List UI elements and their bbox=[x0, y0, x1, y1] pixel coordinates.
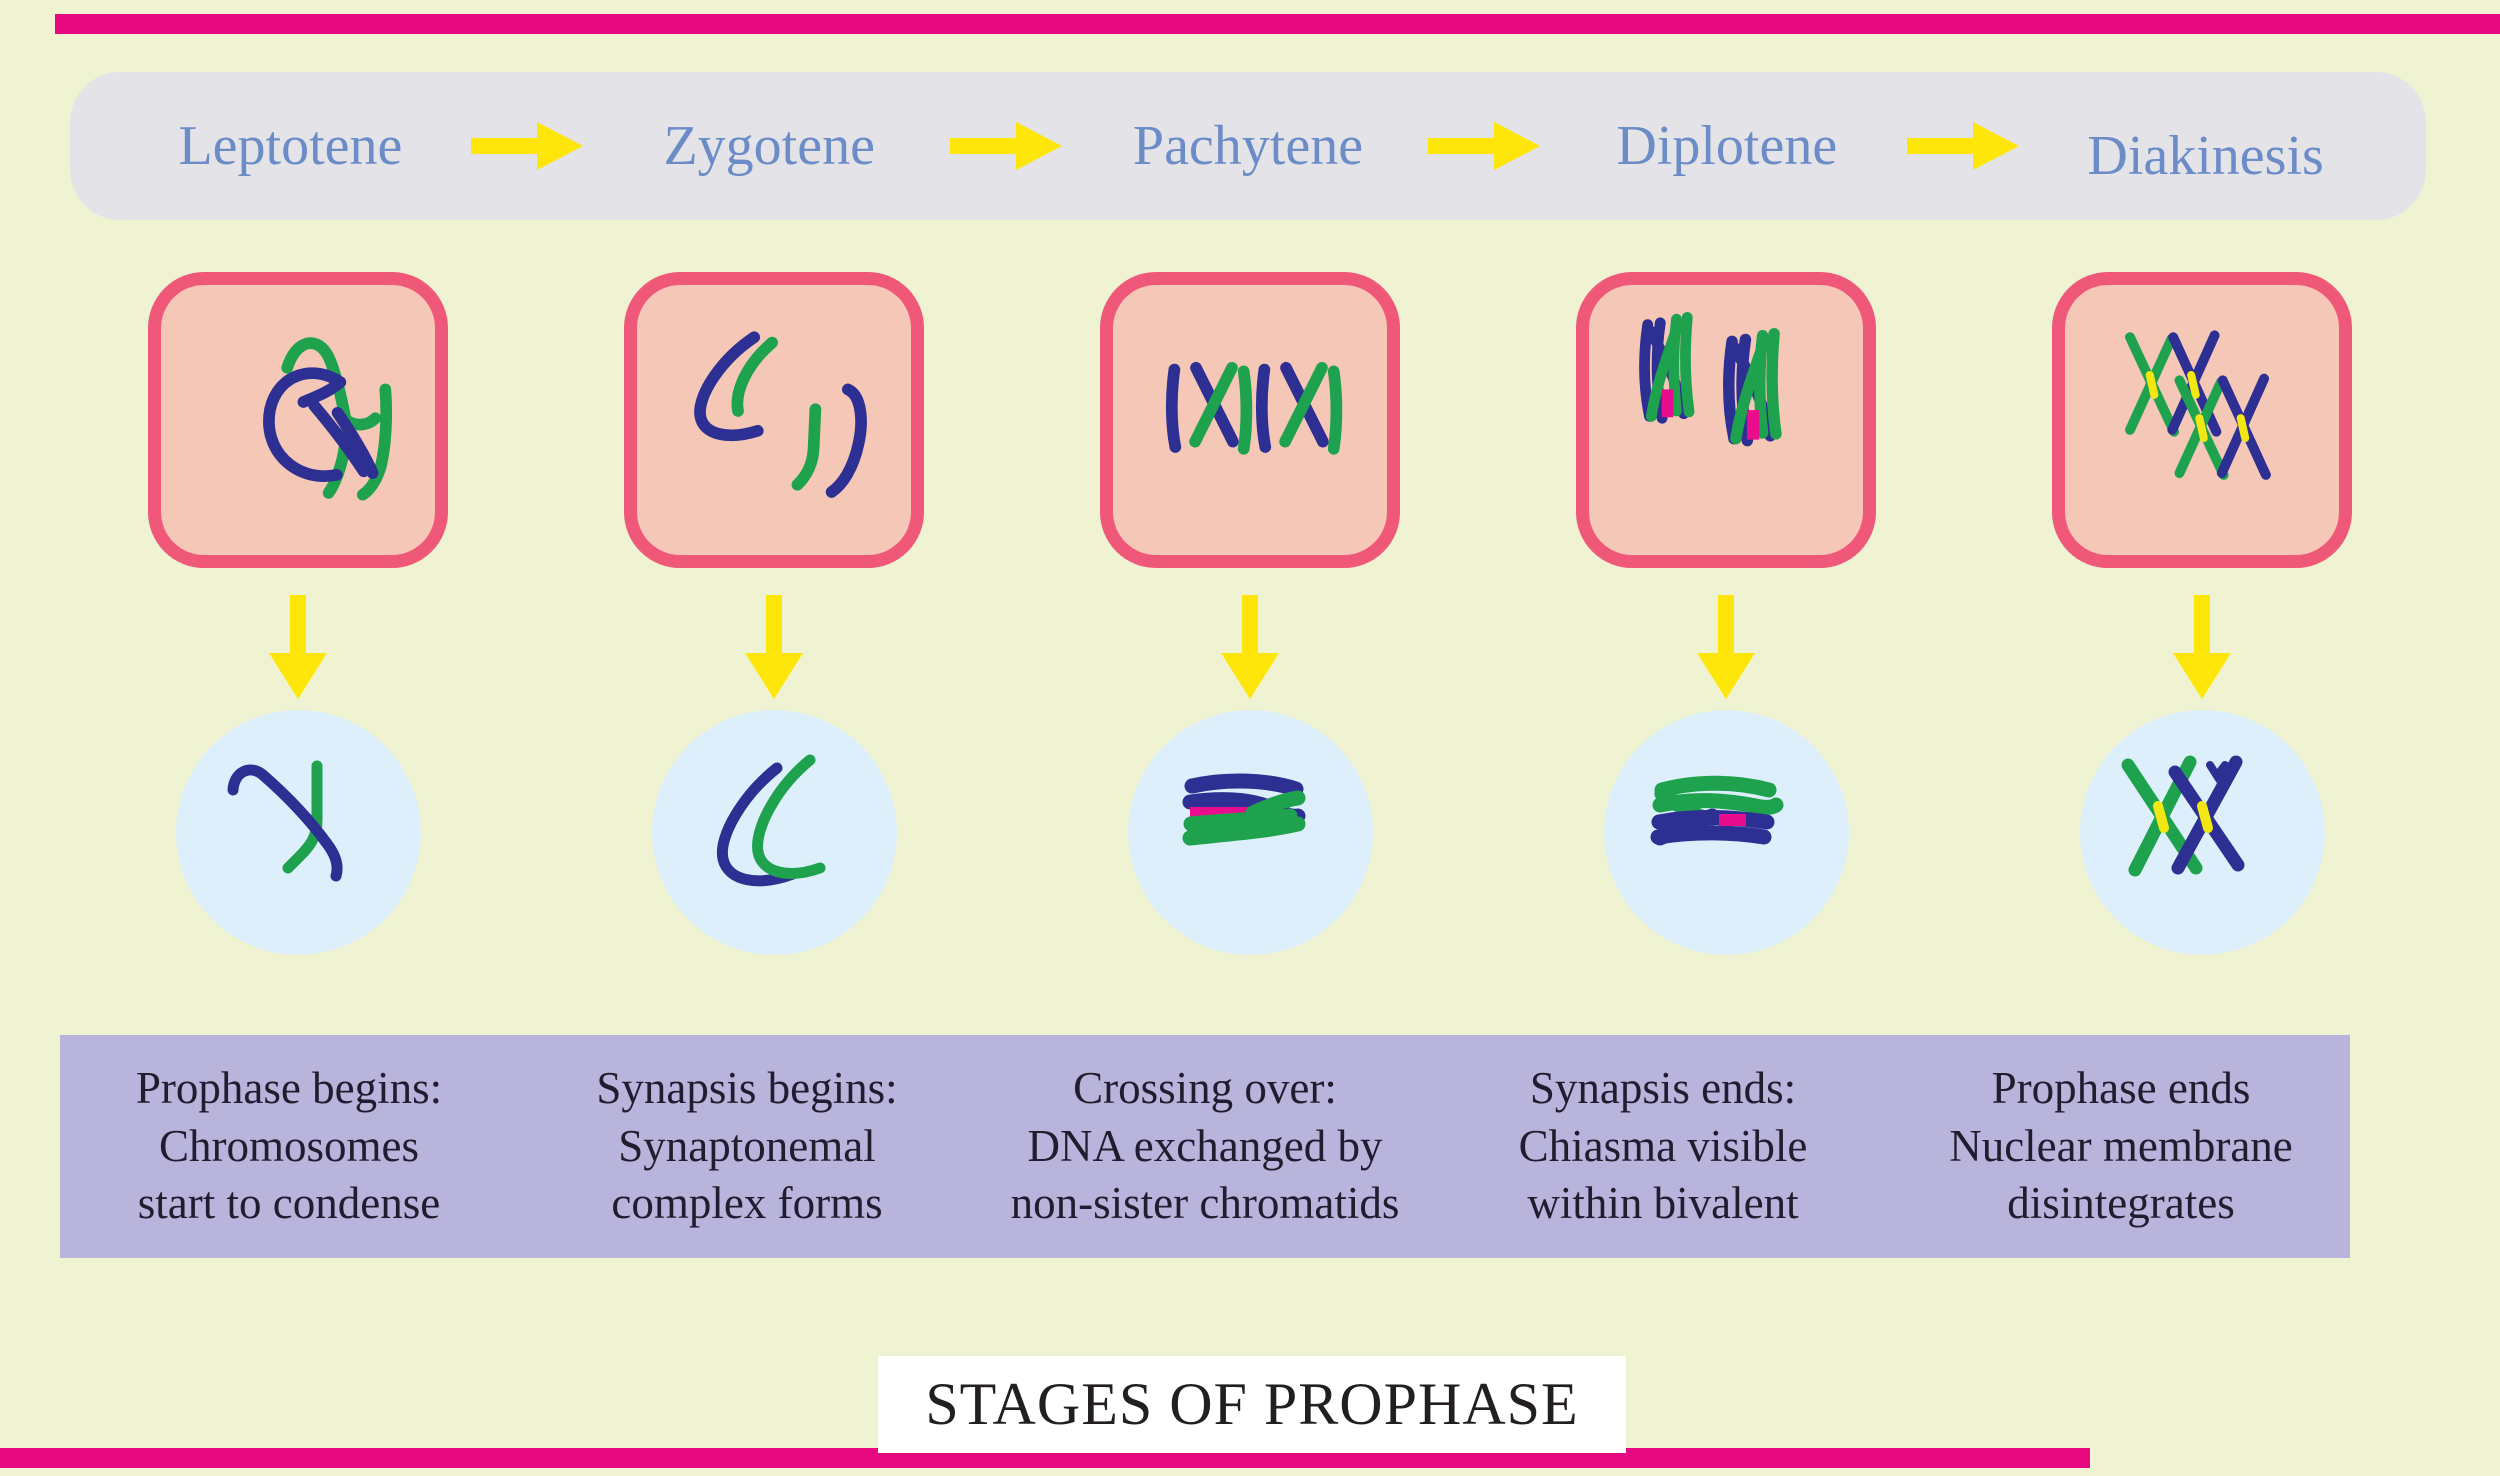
arrows-row bbox=[60, 595, 2440, 699]
right-arrow-icon bbox=[1428, 122, 1541, 170]
down-arrow-icon bbox=[2173, 595, 2231, 699]
diagram-title-box: STAGES OF PROPHASE bbox=[878, 1356, 1626, 1453]
stage-name-diplotene: Diplotene bbox=[1616, 115, 1838, 177]
stage-name-diakinesis: Diakinesis bbox=[2087, 125, 2324, 187]
description-pachytene: Crossing over: DNA exchanged by non-sist… bbox=[1010, 1063, 1400, 1229]
stage-name-pachytene: Pachytene bbox=[1132, 115, 1364, 177]
description-zygotene: Synapsis begins: Synaptonemal complex fo… bbox=[596, 1063, 898, 1229]
leptotene-chromosomes-art bbox=[263, 337, 393, 501]
down-arrow-icon bbox=[745, 595, 803, 699]
diplotene-nucleus-art bbox=[1650, 775, 1783, 846]
right-arrow-icon bbox=[470, 122, 583, 170]
cells-row bbox=[60, 272, 2440, 568]
cell-diakinesis bbox=[2052, 272, 2352, 568]
nucleus-diakinesis bbox=[2079, 710, 2325, 955]
cell-zygotene bbox=[624, 272, 924, 568]
right-arrow-icon bbox=[949, 122, 1062, 170]
description-leptotene: Prophase begins: Chromosomes start to co… bbox=[135, 1063, 443, 1229]
nucleus-pachytene bbox=[1127, 710, 1373, 955]
down-arrow-icon bbox=[1221, 595, 1279, 699]
nucleus-zygotene bbox=[651, 710, 897, 955]
cell-pachytene bbox=[1100, 272, 1400, 568]
diagram-title: STAGES OF PROPHASE bbox=[925, 1371, 1579, 1437]
description-diakinesis: Prophase ends Nuclear membrane disintegr… bbox=[1949, 1063, 2293, 1229]
pachytene-chromosomes-art bbox=[1165, 361, 1343, 455]
stage-name-zygotene: Zygotene bbox=[663, 115, 875, 177]
nucleus-diplotene bbox=[1603, 710, 1849, 955]
descriptions-band: Prophase begins: Chromosomes start to co… bbox=[60, 1035, 2350, 1258]
diplotene-chromosomes-art bbox=[1639, 312, 1782, 447]
stage-name-leptotene: Leptotene bbox=[178, 115, 403, 177]
diakinesis-chromosomes-art bbox=[2125, 330, 2271, 480]
description-diplotene: Synapsis ends: Chiasma visible within bi… bbox=[1518, 1063, 1808, 1229]
nucleus-leptotene bbox=[175, 710, 421, 955]
bottom-border-stripe bbox=[0, 1448, 2090, 1468]
diakinesis-nucleus-art bbox=[2121, 755, 2244, 877]
zygotene-chromosomes-art bbox=[694, 331, 867, 498]
top-border-stripe bbox=[55, 14, 2500, 34]
down-arrow-icon bbox=[1697, 595, 1755, 699]
right-arrow-icon bbox=[1907, 122, 2020, 170]
nuclei-row bbox=[60, 710, 2440, 955]
down-arrow-icon bbox=[269, 595, 327, 699]
pachytene-nucleus-art bbox=[1182, 773, 1305, 846]
zygotene-nucleus-art bbox=[716, 754, 825, 887]
cell-leptotene bbox=[148, 272, 448, 568]
stage-flow-header: Leptotene Zygotene Pachytene Diplotene D… bbox=[70, 72, 2426, 220]
cell-diplotene bbox=[1576, 272, 1876, 568]
leptotene-nucleus-art bbox=[227, 760, 343, 882]
